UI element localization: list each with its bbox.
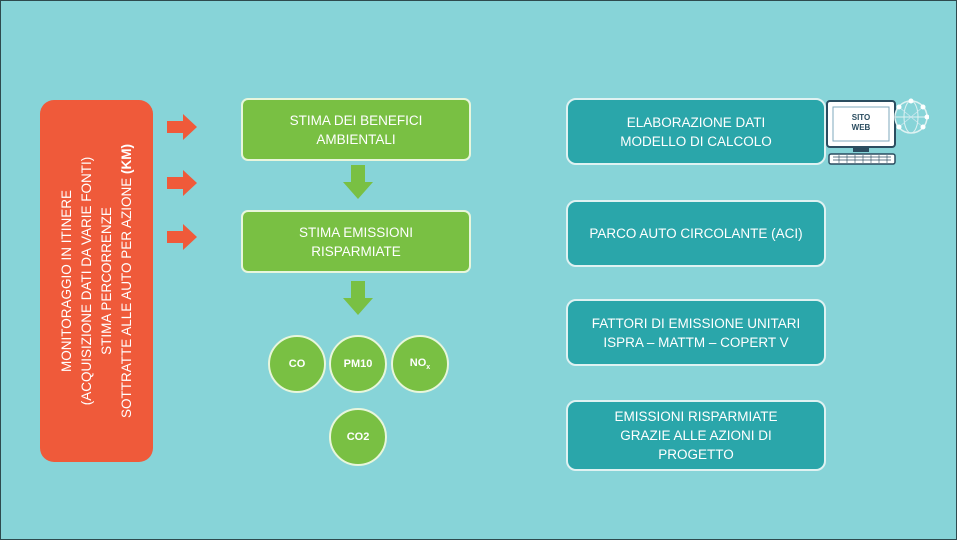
saved-emissions-line-3: PROGETTO	[658, 447, 734, 462]
saved-emissions-line-1: EMISSIONI RISPARMIATE	[614, 409, 778, 424]
vehicle-fleet-box: PARCO AUTO CIRCOLANTE (ACI)	[566, 200, 826, 267]
pollutant-nox-label: NOx	[410, 357, 430, 371]
pollutant-nox-subscript: x	[426, 364, 431, 372]
emissions-estimate-box: STIMA EMISSIONI RISPARMIATE	[241, 210, 471, 273]
emission-factors-line-1: FATTORI DI EMISSIONE UNITARI	[591, 315, 801, 331]
arrow-right-icon	[167, 170, 197, 196]
monitoring-line-3: STIMA PERCORRENZE	[98, 207, 114, 355]
vehicle-fleet-line-1: PARCO AUTO CIRCOLANTE (ACI)	[589, 226, 803, 241]
pollutant-co2-label: CO2	[346, 431, 370, 443]
emission-factors-box: FATTORI DI EMISSIONE UNITARI ISPRA – MAT…	[566, 299, 826, 366]
saved-emissions-box: EMISSIONI RISPARMIATE GRAZIE ALLE AZIONI…	[566, 400, 826, 471]
arrow-right-icon	[167, 114, 197, 140]
arrow-down-icon	[343, 165, 373, 199]
pollutant-pm10-label: PM10	[343, 358, 373, 370]
pollutant-co: CO	[268, 335, 326, 393]
data-processing-box: ELABORAZIONE DATI MODELLO DI CALCOLO	[566, 98, 826, 165]
computer-drawing: SITO WEB	[826, 98, 930, 165]
monitoring-box: MONITORAGGIO IN ITINERE (ACQUISIZIONE DA…	[40, 100, 153, 462]
pollutant-co2: CO2	[329, 408, 387, 466]
pollutant-co-label: CO	[288, 358, 306, 370]
monitoring-line-4: SOTTRATTE ALLE AUTO PER AZIONE (KM)	[117, 111, 137, 451]
emissions-estimate-line-1: STIMA EMISSIONI	[298, 224, 414, 240]
emission-factors-line-2: ISPRA – MATTM – COPERT V	[603, 334, 789, 350]
screen-line-1: SITO	[852, 113, 871, 122]
monitoring-line-4-text: SOTTRATTE ALLE AUTO PER AZIONE	[118, 173, 134, 419]
emissions-estimate-line-2: RISPARMIATE	[311, 243, 401, 259]
benefits-estimate-box: STIMA DEI BENEFICI AMBIENTALI	[241, 98, 471, 161]
monitoring-line-4-unit: (KM)	[118, 143, 134, 174]
screen-line-2: WEB	[852, 123, 871, 132]
monitoring-line-1: MONITORAGGIO IN ITINERE	[58, 190, 74, 373]
arrow-right-icon	[167, 224, 197, 250]
monitoring-line-2: (ACQUISIZIONE DATI DA VARIE FONTI)	[78, 156, 94, 406]
saved-emissions-line-2: GRAZIE ALLE AZIONI DI	[620, 428, 772, 443]
network-globe-icon	[894, 98, 930, 134]
computer-icon: SITO WEB	[825, 98, 930, 166]
benefits-estimate-line-1: STIMA DEI BENEFICI	[289, 112, 423, 128]
data-processing-line-1: ELABORAZIONE DATI	[626, 114, 766, 130]
monitoring-text: MONITORAGGIO IN ITINERE (ACQUISIZIONE DA…	[57, 111, 137, 451]
data-processing-line-2: MODELLO DI CALCOLO	[620, 133, 772, 149]
arrow-down-icon	[343, 281, 373, 315]
benefits-estimate-line-2: AMBIENTALI	[316, 131, 396, 147]
pollutant-nox: NOx	[391, 335, 449, 393]
pollutant-pm10: PM10	[329, 335, 387, 393]
pollutant-nox-text: NO	[409, 356, 427, 369]
